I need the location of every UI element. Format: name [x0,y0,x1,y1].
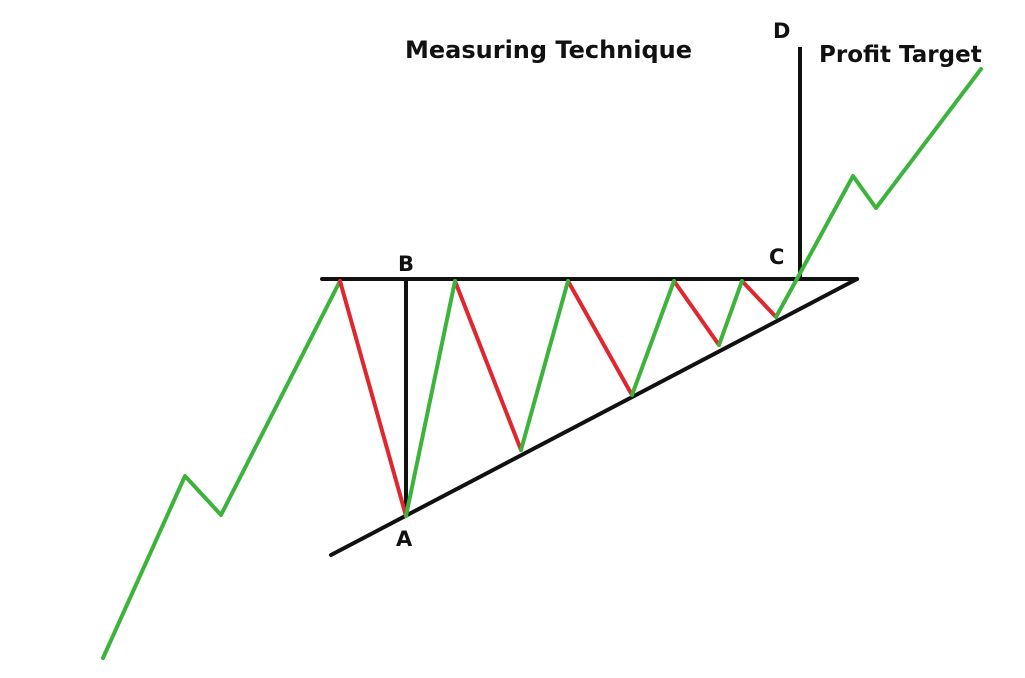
point-label-a: A [396,527,413,551]
point-label-d: D [773,19,790,43]
up-swing [404,279,457,518]
up-swing [717,279,744,347]
support-trendline [329,277,859,557]
down-swing [672,279,721,347]
down-swing [453,279,523,452]
breakout-move [774,67,983,319]
point-label-b: B [398,252,414,276]
profit-target-label: Profit Target [819,42,982,68]
up-swing [519,279,570,452]
down-swing [338,279,408,518]
prior-uptrend [101,279,342,660]
point-label-c: C [769,245,784,269]
down-swing [740,279,778,319]
up-swing [630,279,676,397]
title: Measuring Technique [405,36,692,64]
down-swing [566,279,634,397]
